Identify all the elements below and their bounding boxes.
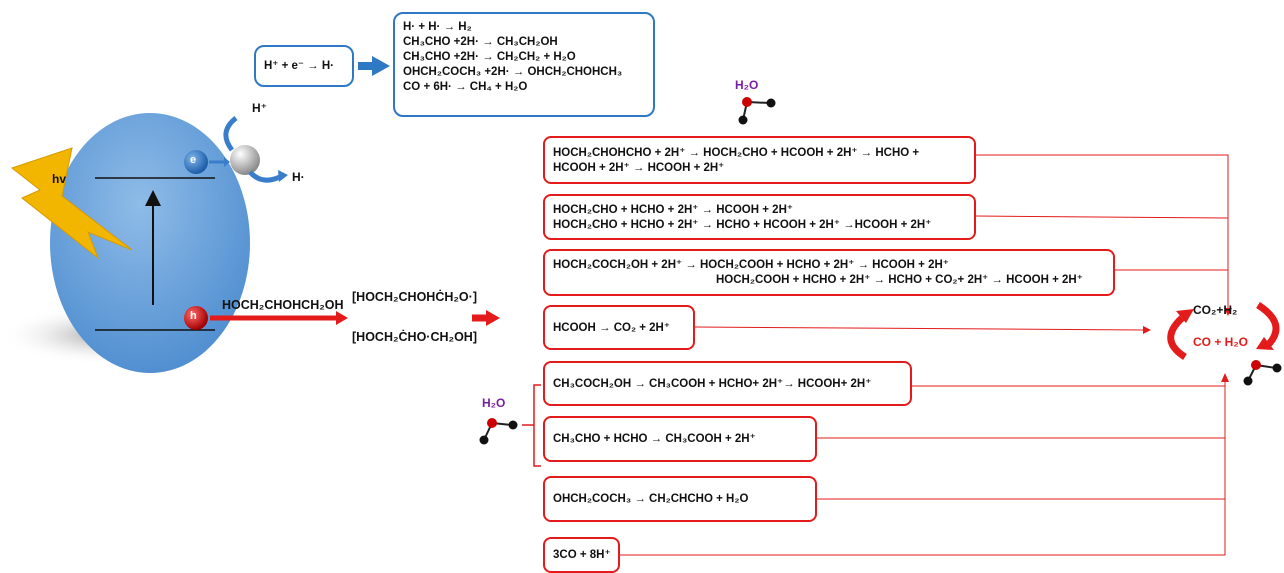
oxidation-box-3: HOCH₂COCH₂OH + 2H⁺ → HOCH₂COOH + HCHO + … <box>543 249 1115 296</box>
oxidation-box-2-line-2: HOCH₂CHO + HCHO + 2H⁺ → HCHO + HCOOH + 2… <box>553 219 932 231</box>
oxidation-box-7: OHCH₂COCH₃ → CH₂CHCHO + H₂O <box>543 476 817 522</box>
oxidation-box-1: HOCH₂CHOHCHO + 2H⁺ → HOCH₂CHO + HCOOH + … <box>543 136 976 184</box>
oxidation-box-4-line-1: HCOOH → CO₂ + 2H⁺ <box>553 322 670 334</box>
hv-label: hv <box>52 172 67 186</box>
oxidation-box-6-line-1: CH₃CHO + HCHO → CH₃COOH + 2H⁺ <box>553 433 756 445</box>
cocatalyst-sphere <box>230 145 260 175</box>
oxidation-box-8: 3CO + 8H⁺ <box>543 537 620 573</box>
upper-connectors <box>975 154 1229 312</box>
water-bracket <box>533 384 541 467</box>
oxidation-box-2: HOCH₂CHO + HCHO + 2H⁺ → HCOOH + 2H⁺ HOCH… <box>543 194 976 240</box>
h-radical-label: H· <box>292 170 305 184</box>
oxidation-box-4: HCOOH → CO₂ + 2H⁺ <box>543 305 695 350</box>
reduction-reaction-1: H· + H· → H₂ <box>403 21 472 33</box>
oxidation-box-1-line-2: HCOOH + 2H⁺ → HCOOH + 2H⁺ <box>553 162 725 174</box>
water-molecule-left-icon <box>479 418 518 445</box>
reduction-reaction-5: CO + 6H· → CH₄ + H₂O <box>403 81 528 93</box>
lightning-icon <box>10 147 133 260</box>
oxidation-box-6: CH₃CHO + HCHO → CH₃COOH + 2H⁺ <box>543 416 817 462</box>
reduction-reaction-4: OHCH₂COCH₃ +2H· → OHCH₂CHOHCH₃ <box>403 66 623 78</box>
co2-h2-label: CO₂+H₂ <box>1193 303 1238 317</box>
glycerol-label: HOCH₂CHOHCH₂OH <box>222 298 344 312</box>
hole-label: h <box>190 310 197 322</box>
hcooh-connector <box>694 325 1151 334</box>
oxidation-box-1-line-1: HOCH₂CHOHCHO + 2H⁺ → HOCH₂CHO + HCOOH + … <box>553 147 920 159</box>
water-molecule-top-icon <box>738 97 776 125</box>
water-molecule-right-icon <box>1243 360 1282 386</box>
water-top-label: H₂O <box>735 78 759 92</box>
proton-label: H⁺ <box>252 101 267 115</box>
reduction-reactions-box: H· + H· → H₂ CH₃CHO +2H· → CH₃CH₂OH CH₃C… <box>393 12 655 117</box>
cycle-right-arrow <box>1256 302 1280 348</box>
oxidation-box-7-line-1: OHCH₂COCH₃ → CH₂CHCHO + H₂O <box>553 493 749 505</box>
oxidation-box-2-line-1: HOCH₂CHO + HCHO + 2H⁺ → HCOOH + 2H⁺ <box>553 204 793 216</box>
proton-in-arrow <box>223 116 238 152</box>
radical-1-label: [HOCH₂CHOHĊH₂O·] <box>352 290 477 304</box>
oxidation-box-3-line-2: HOCH₂COOH + HCHO + 2H⁺ → HCHO + CO₂+ 2H⁺… <box>716 274 1083 286</box>
water-left-label: H₂O <box>482 396 506 410</box>
reduction-trigger-box: H⁺ + e⁻ → H· <box>254 45 354 87</box>
co-h2o-label: CO + H₂O <box>1193 335 1249 349</box>
oxidation-box-5: CH₃COCH₂OH → CH₃COOH + HCHO+ 2H⁺→ HCOOH+… <box>543 361 912 406</box>
reduction-trigger-text: H⁺ + e⁻ → H· <box>264 60 334 72</box>
h-radical-out-arrow <box>248 170 284 183</box>
lower-connectors <box>620 378 1226 556</box>
electron-label: e <box>190 154 197 166</box>
radical-2-label: [HOCH₂ĊHO·CH₂OH] <box>352 330 477 344</box>
hole-icon <box>184 306 208 330</box>
electron-icon <box>184 150 208 174</box>
oxidation-box-5-line-1: CH₃COCH₂OH → CH₃COOH + HCHO+ 2H⁺→ HCOOH+… <box>553 378 872 390</box>
cycle-left-arrow <box>1167 315 1188 360</box>
reduction-reaction-3: CH₃CHO +2H· → CH₂CH₂ + H₂O <box>403 51 576 63</box>
oxidation-box-3-line-1: HOCH₂COCH₂OH + 2H⁺ → HOCH₂COOH + HCHO + … <box>553 259 949 271</box>
oxidation-box-8-line-1: 3CO + 8H⁺ <box>553 549 611 561</box>
reduction-reaction-2: CH₃CHO +2H· → CH₃CH₂OH <box>403 36 558 48</box>
